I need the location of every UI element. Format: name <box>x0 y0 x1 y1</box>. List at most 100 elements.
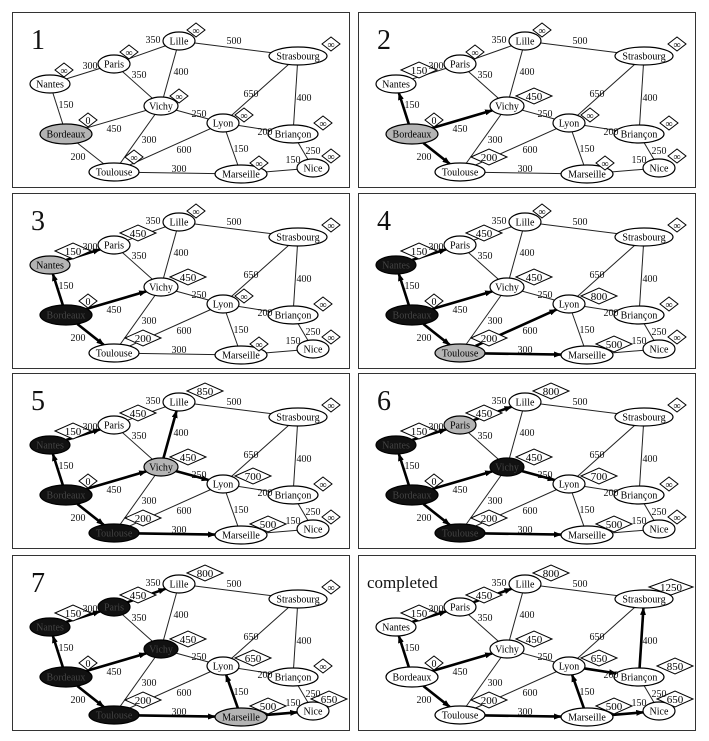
node-nantes: Nantes <box>375 255 417 275</box>
node-label: Marseille <box>568 170 606 181</box>
distance-value: 0 <box>86 297 91 308</box>
node-label: Briançon <box>275 311 312 322</box>
edge-weight: 400 <box>297 454 312 465</box>
edge-weight: 500 <box>227 217 242 228</box>
distance-badge-toulouse: 200 <box>123 509 163 527</box>
edge-weight: 400 <box>643 454 658 465</box>
node-label: Toulouse <box>442 349 479 360</box>
node-lille: Lille <box>162 392 196 412</box>
tree-arrow-bordeaux-to-nantes <box>51 452 65 486</box>
distance-badge-marseille: 500 <box>248 697 288 715</box>
edge-weight: 350 <box>492 216 507 227</box>
graph: NantesParisLilleStrasbourgVichyLyonBorde… <box>375 203 687 365</box>
tree-arrow-vichy-to-lille <box>162 409 178 459</box>
node-paris: Paris <box>97 597 131 617</box>
distance-badge-lille: 800 <box>531 564 571 582</box>
node-nantes: Nantes <box>375 74 417 94</box>
edge-weight: 150 <box>234 687 249 698</box>
distance-badge-lyon: ∞ <box>580 107 600 123</box>
edge-lille-vichy <box>506 40 526 107</box>
edge-weight: 200 <box>71 513 86 524</box>
edge-weight: 650 <box>244 89 259 100</box>
distance-badge-nice: ∞ <box>667 148 687 164</box>
node-label: Briançon <box>621 311 658 322</box>
distance-badge-briancon: ∞ <box>313 296 333 312</box>
distance-badge-strasbourg: 1250 <box>647 578 695 596</box>
node-strasbourg: Strasbourg <box>614 407 674 427</box>
node-label: Lyon <box>559 480 580 491</box>
node-bordeaux: Bordeaux <box>39 666 93 688</box>
tree-arrow-bordeaux-to-toulouse <box>422 502 451 526</box>
edge-weight: 400 <box>174 428 189 439</box>
edge-weight: 400 <box>643 93 658 104</box>
distance-value: 0 <box>86 116 91 127</box>
distance-value: 800 <box>591 291 608 303</box>
edge-weight: 350 <box>478 251 493 262</box>
node-nantes: Nantes <box>29 255 71 275</box>
distance-value: ∞ <box>538 207 545 218</box>
distance-badge-bordeaux: 0 <box>424 655 444 671</box>
node-lille: Lille <box>162 212 196 232</box>
node-label: Vichy <box>495 463 519 474</box>
node-label: Lille <box>516 398 535 409</box>
node-label: Marseille <box>222 713 260 724</box>
edge-weight: 300 <box>83 242 98 253</box>
node-marseille: Marseille <box>214 164 268 184</box>
edge-weight: 600 <box>523 506 538 517</box>
distance-value: 500 <box>260 519 277 531</box>
tree-arrow-bordeaux-to-toulouse <box>422 141 451 165</box>
tree-arrow-toulouse-to-marseille <box>484 531 563 538</box>
distance-value: 850 <box>197 386 214 398</box>
distance-badge-lyon: 650 <box>233 649 273 667</box>
tree-arrow-briancon-to-strasbourg <box>638 607 646 669</box>
node-briancon: Briançon <box>267 667 319 687</box>
edge-weight: 300 <box>488 135 503 146</box>
node-toulouse: Toulouse <box>434 162 486 182</box>
graph: NantesParisLilleStrasbourgVichyLyonBorde… <box>29 564 349 727</box>
node-label: Nice <box>304 707 323 718</box>
distance-value: ∞ <box>125 48 132 59</box>
distance-badge-nantes: ∞ <box>54 62 74 78</box>
edge-weight: 250 <box>192 470 207 481</box>
distance-value: 150 <box>65 426 82 438</box>
node-label: Strasbourg <box>622 233 665 244</box>
edge-weight: 200 <box>258 670 273 681</box>
node-label: Toulouse <box>442 529 479 540</box>
edge-weight: 450 <box>107 485 122 496</box>
distance-value: ∞ <box>240 292 247 303</box>
distance-value: ∞ <box>175 92 182 103</box>
distance-value: 450 <box>526 452 543 464</box>
node-label: Vichy <box>149 463 173 474</box>
node-label: Toulouse <box>442 168 479 179</box>
tree-arrow-vichy-to-lyon <box>175 469 210 482</box>
distance-badge-strasbourg: ∞ <box>667 217 687 233</box>
edge-weight: 250 <box>538 470 553 481</box>
distance-badge-paris: 450 <box>118 586 158 604</box>
distance-badge-marseille: ∞ <box>249 155 269 171</box>
edge-weight: 350 <box>492 578 507 589</box>
edge-weight: 150 <box>580 687 595 698</box>
edge-weight: 300 <box>429 242 444 253</box>
node-label: Nantes <box>382 261 410 272</box>
node-label: Lille <box>516 37 535 48</box>
node-toulouse: Toulouse <box>88 162 140 182</box>
node-label: Lille <box>170 218 189 229</box>
distance-value: 450 <box>526 91 543 103</box>
node-label: Toulouse <box>96 168 133 179</box>
distance-value: ∞ <box>327 221 334 232</box>
node-nantes: Nantes <box>375 617 417 637</box>
edge-weight: 400 <box>643 636 658 647</box>
step-title: 3 <box>31 206 45 237</box>
step-title: 7 <box>31 568 45 599</box>
edge-weight: 200 <box>258 127 273 138</box>
distance-value: 650 <box>667 694 684 706</box>
distance-badge-marseille: 500 <box>248 515 288 533</box>
node-label: Toulouse <box>96 711 133 722</box>
node-label: Bordeaux <box>47 311 86 322</box>
node-vichy: Vichy <box>143 277 179 297</box>
node-strasbourg: Strasbourg <box>268 589 328 609</box>
edge-weight: 150 <box>405 461 420 472</box>
edge-weight: 150 <box>632 336 647 347</box>
node-paris: Paris <box>97 54 131 74</box>
distance-value: 450 <box>180 634 197 646</box>
